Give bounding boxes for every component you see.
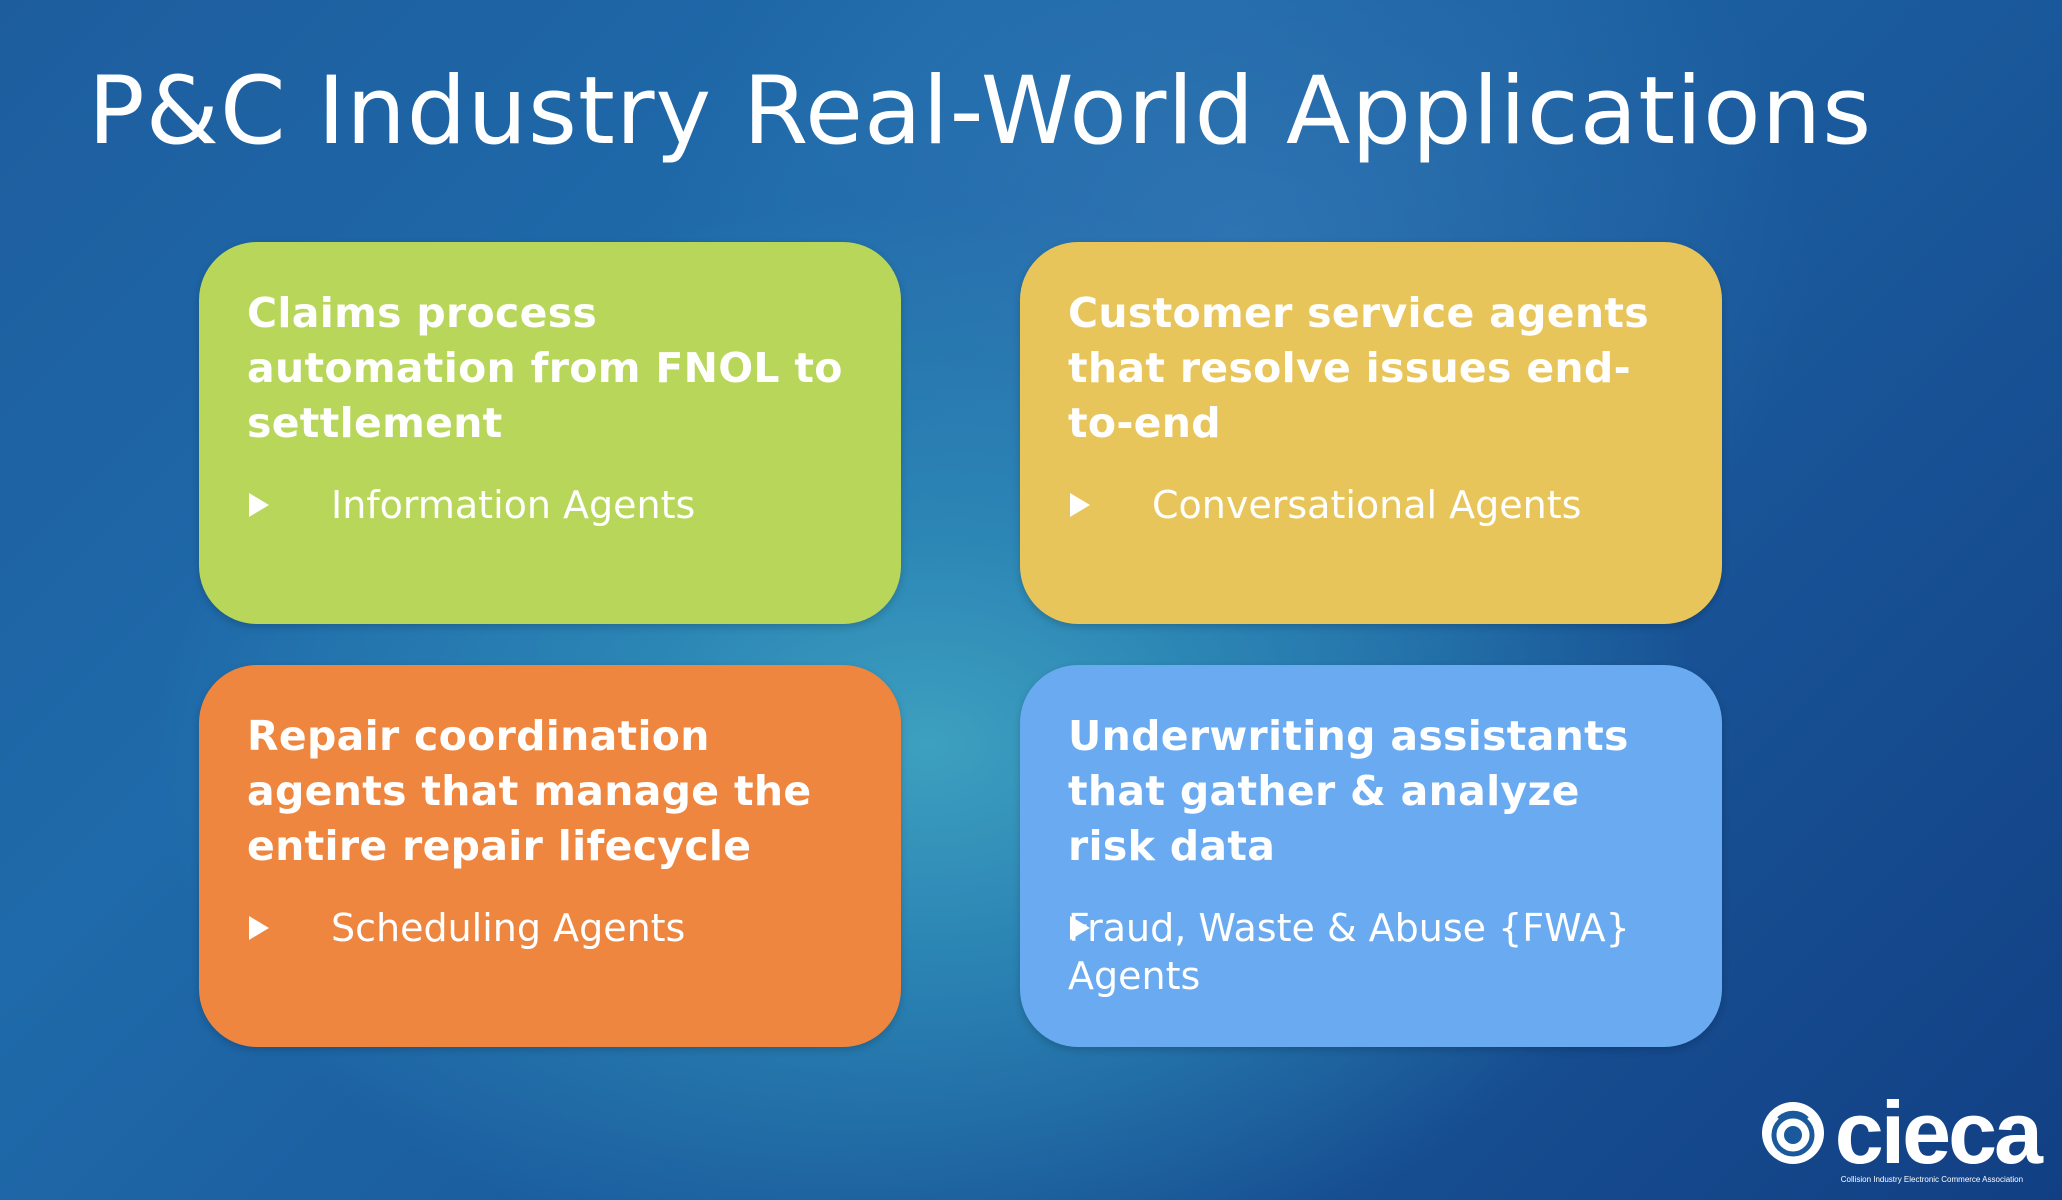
bullet-text: Fraud, Waste & Abuse {FWA} Agents	[1068, 906, 1630, 998]
bullet-text: Information Agents	[331, 483, 696, 527]
card-heading: Claims process automation from FNOL to s…	[247, 289, 843, 447]
bullet-item: Information Agents	[247, 481, 853, 529]
play-triangle-icon	[1070, 493, 1090, 517]
slide-title: P&C Industry Real-World Applications	[88, 57, 1873, 166]
card-underwriting: Underwriting assistants that gather & an…	[1020, 665, 1722, 1047]
bullet-text: Conversational Agents	[1152, 483, 1582, 527]
logo-wordmark: cieca	[1834, 1083, 2043, 1182]
card-claims-automation: Claims process automation from FNOL to s…	[199, 242, 901, 624]
card-heading: Repair coordination agents that manage t…	[247, 712, 812, 870]
play-triangle-icon	[249, 916, 269, 940]
bullet-item: Conversational Agents	[1068, 481, 1674, 529]
logo-tagline: Collision Industry Electronic Commerce A…	[1840, 1175, 2024, 1184]
card-heading: Underwriting assistants that gather & an…	[1068, 712, 1629, 870]
bullet-item: Fraud, Waste & Abuse {FWA} Agents	[1068, 904, 1674, 1000]
cieca-logo-icon	[1761, 1102, 1824, 1164]
play-triangle-icon	[1070, 916, 1090, 940]
bullet-item: Scheduling Agents	[247, 904, 853, 952]
card-heading: Customer service agents that resolve iss…	[1068, 289, 1649, 447]
play-triangle-icon	[249, 493, 269, 517]
card-customer-service: Customer service agents that resolve iss…	[1020, 242, 1722, 624]
card-repair-coordination: Repair coordination agents that manage t…	[199, 665, 901, 1047]
bullet-text: Scheduling Agents	[331, 906, 686, 950]
cieca-logo: cieca Collision Industry Electronic Comm…	[1759, 1083, 2043, 1184]
